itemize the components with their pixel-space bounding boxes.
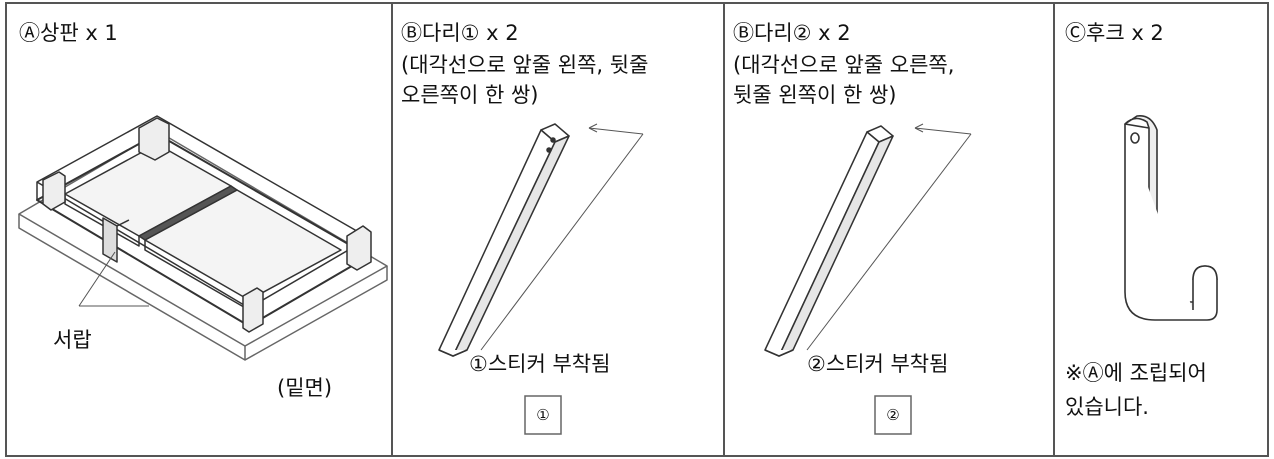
part-subtitle: (대각선으로 앞줄 오른쪽, 뒷줄 왼쪽이 한 쌍) (733, 53, 955, 107)
leg-2-illustration (725, 4, 1053, 455)
column-divider (1053, 4, 1055, 455)
sticker-mark: ① (536, 406, 550, 424)
leg-1-illustration (393, 4, 723, 455)
part-title: Ⓒ후크 x 2 (1065, 21, 1164, 45)
sticker-note: ①스티커 부착됨 (469, 352, 611, 376)
part-cell-tabletop: Ⓐ상판 x 1 (7, 4, 391, 455)
assembly-note: ※Ⓐ에 조립되어 있습니다. (1065, 361, 1207, 419)
part-cell-leg-1: Ⓑ다리① x 2 (대각선으로 앞줄 왼쪽, 뒷줄 오른쪽이 한 쌍) ①스티커… (393, 4, 723, 455)
sticker-box (525, 396, 561, 434)
tabletop-illustration (7, 4, 391, 455)
drawer-callout: 서랍 (53, 328, 92, 352)
parts-list-table: Ⓐ상판 x 1 (5, 2, 1269, 457)
bottom-view-note: (밑면) (277, 376, 333, 400)
part-title: Ⓐ상판 x 1 (19, 21, 118, 45)
sticker-mark: ② (886, 406, 900, 424)
part-title: Ⓑ다리① x 2 (401, 21, 519, 45)
column-divider (391, 4, 393, 455)
part-title: Ⓑ다리② x 2 (733, 21, 851, 45)
sticker-note: ②스티커 부착됨 (807, 352, 949, 376)
part-subtitle: (대각선으로 앞줄 왼쪽, 뒷줄 오른쪽이 한 쌍) (401, 53, 649, 107)
part-cell-hook: Ⓒ후크 x 2 ※Ⓐ에 조립되어 있습니다. (1055, 4, 1267, 455)
part-cell-leg-2: Ⓑ다리② x 2 (대각선으로 앞줄 오른쪽, 뒷줄 왼쪽이 한 쌍) ②스티커… (725, 4, 1053, 455)
column-divider (723, 4, 725, 455)
hook-illustration (1055, 4, 1267, 455)
sticker-box (875, 396, 911, 434)
